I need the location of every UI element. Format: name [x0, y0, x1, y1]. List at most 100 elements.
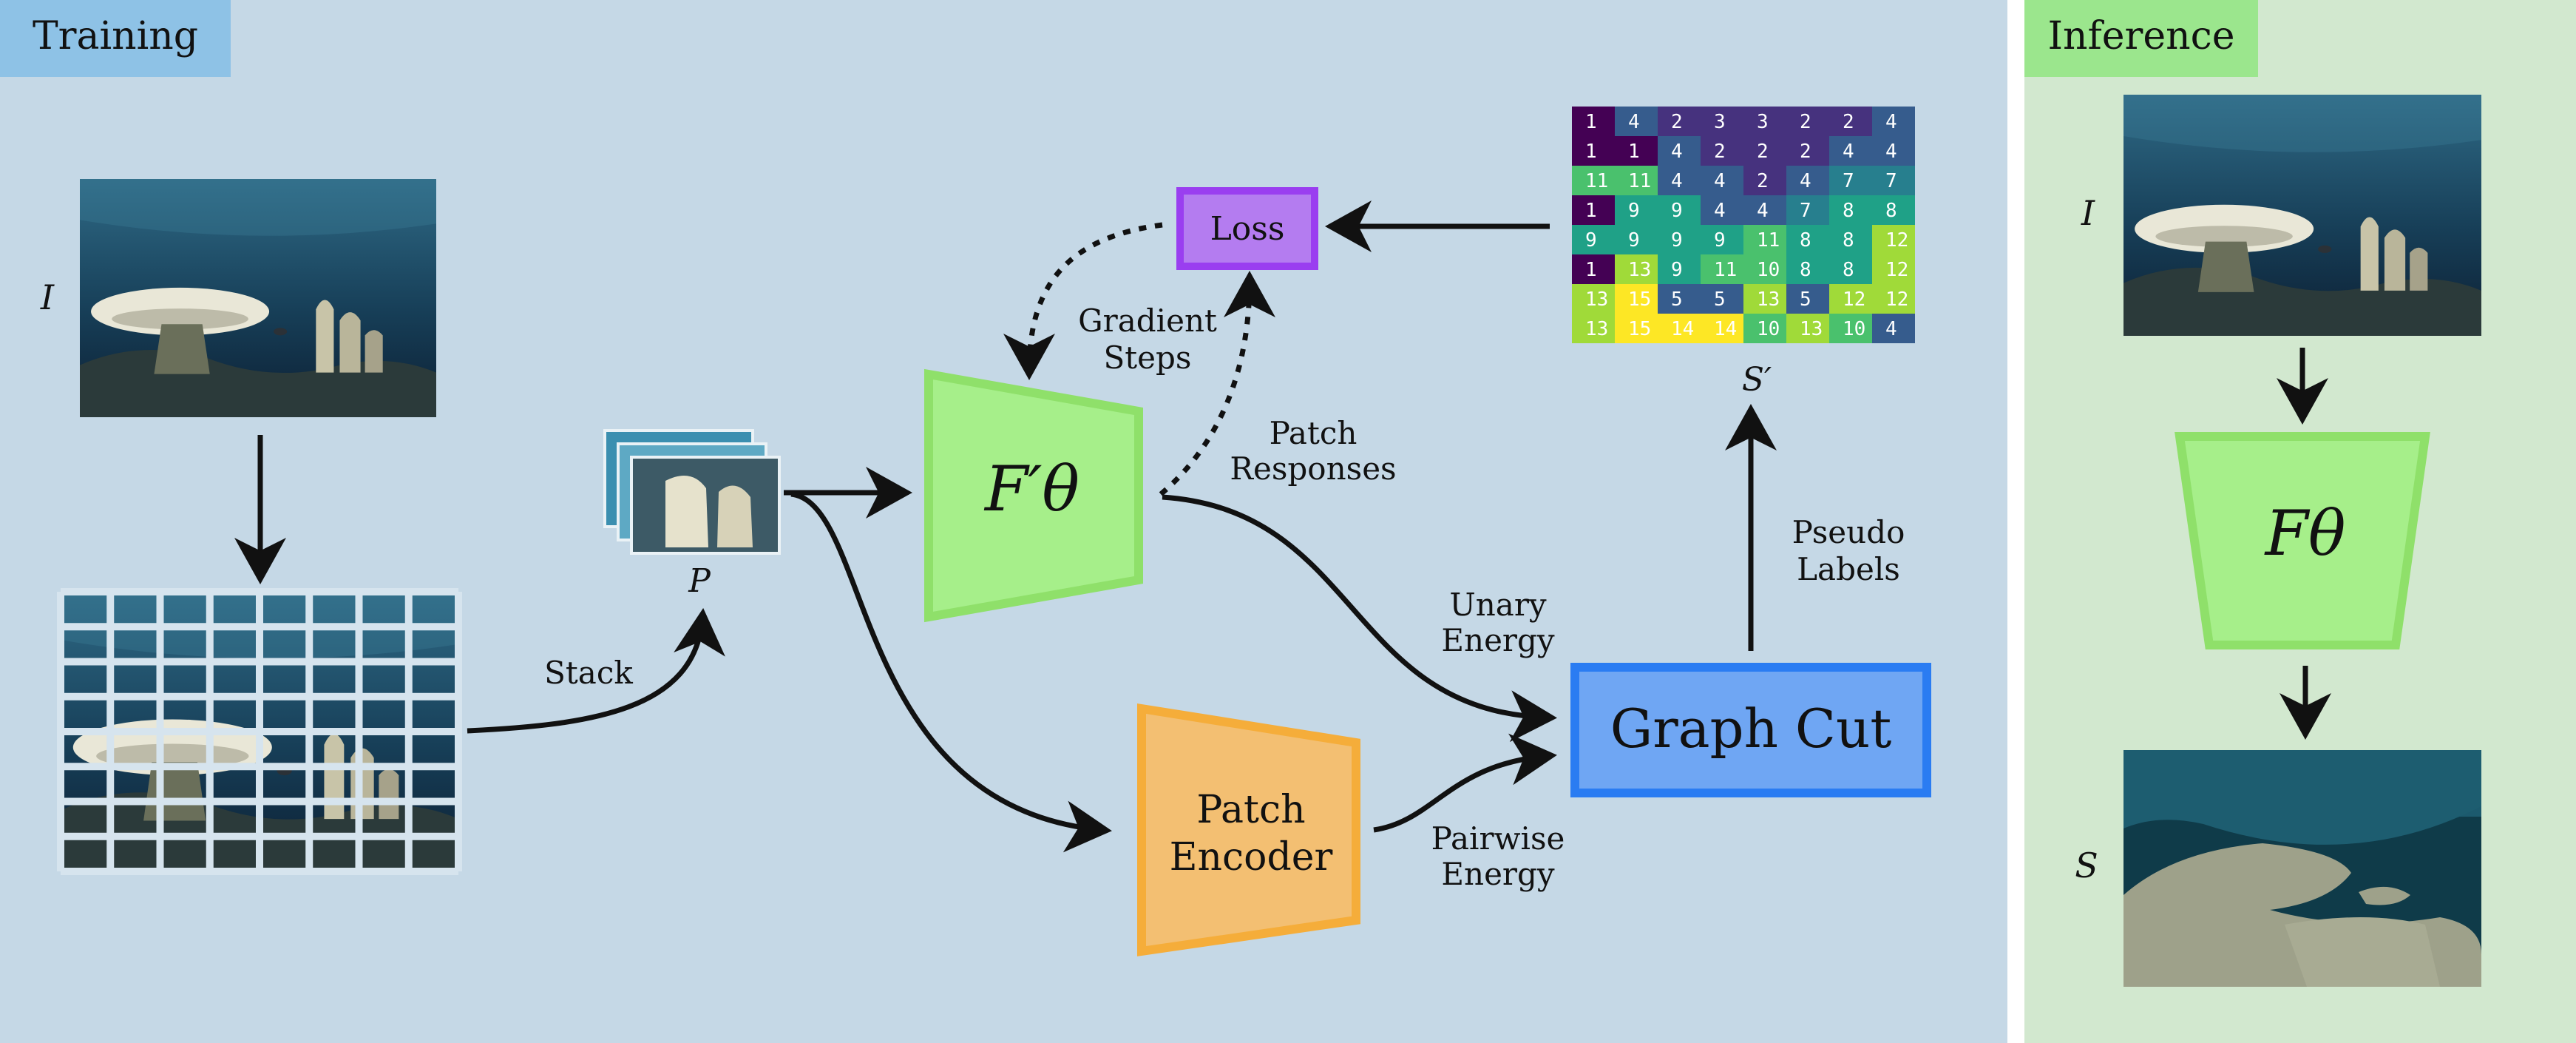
graph-cut-label: Graph Cut [1610, 698, 1892, 760]
label-cell-value: 8 [1843, 200, 1854, 222]
label-cell [1572, 195, 1615, 225]
patch-encoder-trapezoid [1137, 703, 1360, 956]
label-cell [1829, 254, 1872, 284]
inference-tag-label: Inference [2047, 14, 2234, 58]
label-cell [1786, 254, 1829, 284]
label-cell [1872, 136, 1915, 166]
unary-label-2: Energy [1441, 622, 1555, 658]
label-cell-value: 8 [1885, 200, 1897, 222]
label-cell-value: 4 [1885, 111, 1897, 133]
label-cell-value: 3 [1757, 111, 1769, 133]
label-cell [1572, 107, 1615, 136]
label-cell-value: 2 [1843, 111, 1854, 133]
label-cell-value: 10 [1843, 318, 1865, 340]
label-cell [1572, 254, 1615, 284]
label-cell [1701, 225, 1743, 254]
label-cell [1743, 107, 1786, 136]
label-cell [1786, 166, 1829, 195]
pseudo-label-symbol: S′ [1742, 361, 1772, 399]
arrow-unary-energy [1162, 494, 1557, 743]
label-cell [1786, 195, 1829, 225]
label-cell-value: 9 [1671, 200, 1683, 222]
label-cell [1743, 284, 1786, 314]
label-cell [1743, 136, 1786, 166]
label-cell [1829, 136, 1872, 166]
label-cell-value: 4 [1714, 200, 1726, 222]
label-cell-value: 4 [1757, 200, 1769, 222]
label-cell [1872, 225, 1915, 254]
label-cell-value: 2 [1757, 141, 1769, 163]
label-cell-value: 7 [1800, 200, 1811, 222]
label-cell [1572, 225, 1615, 254]
label-cell-value: 4 [1885, 318, 1897, 340]
label-cell-value: 11 [1585, 170, 1608, 192]
label-cell-value: 12 [1885, 288, 1908, 311]
label-cell-value: 1 [1585, 200, 1597, 222]
label-cell [1829, 166, 1872, 195]
gradient-label-1: Gradient [1078, 303, 1217, 339]
label-cell-value: 4 [1885, 141, 1897, 163]
label-cell-value: 14 [1714, 318, 1737, 340]
label-cell-value: 13 [1585, 318, 1608, 340]
label-cell-value: 15 [1628, 318, 1651, 340]
label-cell [1829, 195, 1872, 225]
label-cell [1615, 107, 1658, 136]
input-image-symbol: I [40, 277, 55, 317]
label-cell [1872, 107, 1915, 136]
label-cell-value: 1 [1628, 141, 1640, 163]
patch-grid-image [57, 588, 462, 875]
inference-input-image [2123, 95, 2481, 336]
training-tag [0, 0, 231, 77]
label-cell-value: 5 [1671, 288, 1683, 311]
label-cell-value: 13 [1800, 318, 1823, 340]
label-cell [1786, 136, 1829, 166]
label-cell [1872, 284, 1915, 314]
label-cell [1572, 314, 1615, 343]
label-cell [1615, 314, 1658, 343]
segmentation-map [2123, 750, 2481, 987]
label-cell [1658, 254, 1701, 284]
label-cell [1743, 225, 1786, 254]
label-cell-value: 13 [1585, 288, 1608, 311]
label-cell [1701, 195, 1743, 225]
label-cell-value: 4 [1800, 170, 1811, 192]
label-cell-value: 1 [1585, 111, 1597, 133]
label-cell [1872, 254, 1915, 284]
pseudo-label-2: Labels [1797, 551, 1900, 587]
label-cell [1786, 225, 1829, 254]
label-cell-value: 11 [1714, 259, 1737, 281]
label-cell-value: 8 [1843, 229, 1854, 252]
label-cell-value: 2 [1800, 141, 1811, 163]
label-cell-value: 4 [1671, 170, 1683, 192]
label-cell-value: 11 [1628, 170, 1651, 192]
unary-label-1: Unary [1449, 587, 1547, 623]
pairwise-label-1: Pairwise [1431, 820, 1565, 857]
gradient-label-2: Steps [1104, 340, 1192, 376]
inference-tag [2024, 0, 2258, 77]
training-tag-label: Training [33, 14, 198, 58]
label-cell-value: 1 [1585, 259, 1597, 281]
label-cell [1872, 166, 1915, 195]
label-cell-value: 11 [1757, 229, 1780, 252]
encoder-label-2: Encoder [1170, 835, 1333, 880]
label-cell-value: 9 [1585, 229, 1597, 252]
label-cell-value: 12 [1885, 229, 1908, 252]
label-cell [1829, 107, 1872, 136]
label-cell-value: 14 [1671, 318, 1694, 340]
network-symbol: F′θ [983, 453, 1079, 525]
label-cell [1829, 314, 1872, 343]
segmentation-symbol: S [2075, 845, 2098, 885]
label-cell [1572, 136, 1615, 166]
label-cell-value: 5 [1714, 288, 1726, 311]
pseudo-label-1: Pseudo [1792, 514, 1905, 550]
label-cell [1701, 254, 1743, 284]
label-cell [1658, 225, 1701, 254]
inference-input-symbol: I [2081, 193, 2095, 233]
label-cell-value: 3 [1714, 111, 1726, 133]
label-cell [1743, 166, 1786, 195]
label-cell-value: 13 [1757, 288, 1780, 311]
label-cell [1658, 136, 1701, 166]
label-cell-value: 9 [1714, 229, 1726, 252]
